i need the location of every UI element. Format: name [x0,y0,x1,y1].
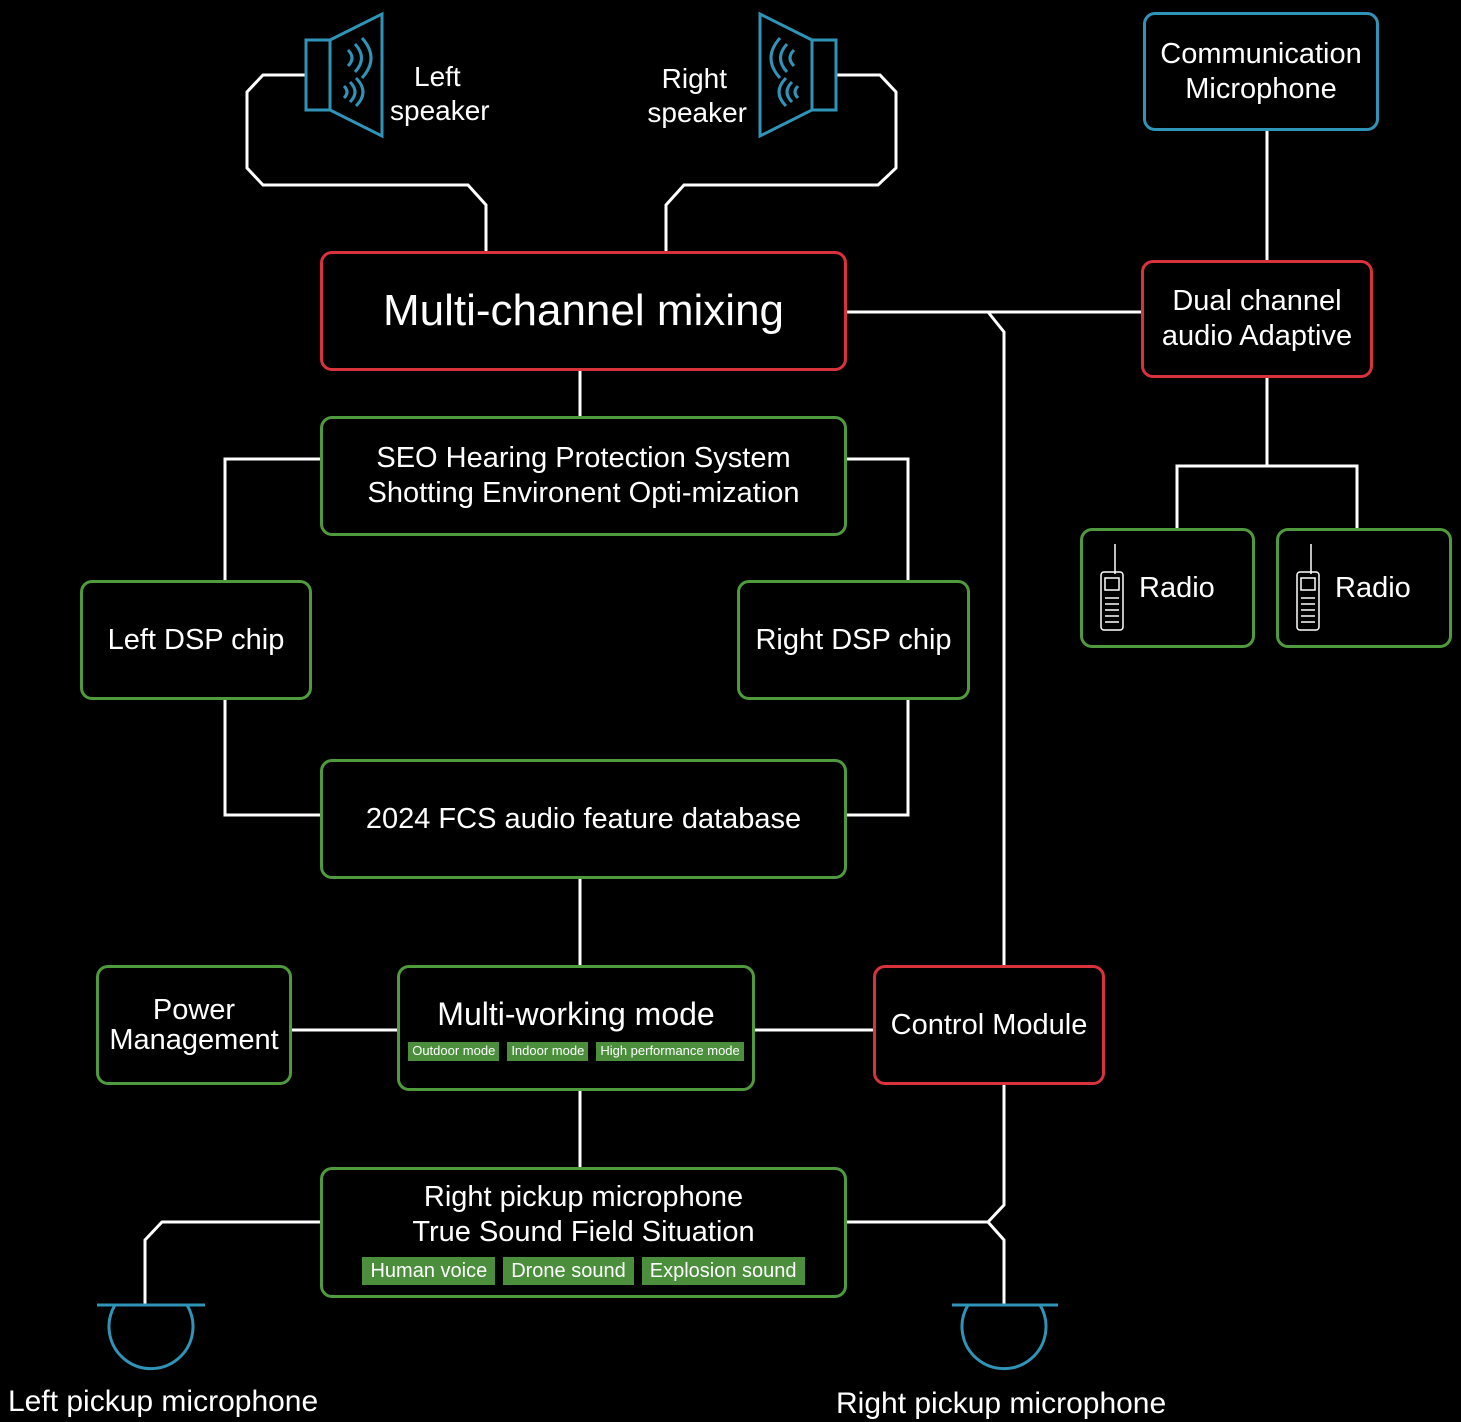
left-dsp-chip-box: Left DSP chip [80,580,312,700]
pickup-line1: Right pickup microphone [423,1180,744,1213]
seo-line1: SEO Hearing Protection System [376,442,791,475]
mode-tag-outdoor: Outdoor mode [408,1041,500,1061]
communication-microphone-box: Communication Microphone [1143,12,1379,131]
radio-label-1: Radio [1139,571,1215,604]
dual-channel-line1: Dual channel [1172,285,1342,318]
right-speaker-line1: Right [661,63,727,94]
dual-channel-box: Dual channel audio Adaptive [1141,260,1373,378]
right-speaker-label: Right speaker [643,62,747,129]
right-speaker-line2: speaker [647,96,747,128]
left-speaker-label: Left speaker [390,60,490,127]
comm-mic-line1: Communication [1160,37,1362,70]
power-management-box: Power Management [96,965,292,1085]
mode-tag-high-performance: High performance mode [596,1041,744,1061]
right-dsp-chip-box: Right DSP chip [737,580,970,700]
radio-label-2: Radio [1335,571,1411,604]
control-label: Control Module [890,1008,1088,1041]
multi-channel-mixing-box: Multi-channel mixing [320,251,847,371]
right-speaker-icon [758,11,838,139]
radio-icon [1100,544,1124,631]
seo-hearing-protection-box: SEO Hearing Protection System Shotting E… [320,416,847,536]
pickup-line2: True Sound Field Situation [412,1215,755,1248]
power-line1: Power [152,993,236,1026]
sound-tag-explosion: Explosion sound [641,1257,805,1286]
left-dsp-label: Left DSP chip [107,623,285,656]
power-line2: Management [109,1024,279,1056]
fcs-audio-database-box: 2024 FCS audio feature database [320,759,847,879]
sound-tag-human-voice: Human voice [362,1257,496,1286]
radio-box-1: Radio [1080,528,1255,648]
left-speaker-line1: Left [414,61,461,92]
sound-tags: Human voice Drone sound Explosion sound [362,1257,805,1286]
right-pickup-label: Right pickup microphone [836,1387,1167,1420]
dual-channel-line2: audio Adaptive [1161,320,1353,352]
left-pickup-microphone-icon [97,1303,205,1371]
right-pickup-microphone-icon [952,1303,1058,1371]
mixing-label: Multi-channel mixing [382,285,785,335]
seo-line2: Shotting Environent Opti-mization [367,477,800,509]
working-mode-tags: Outdoor mode Indoor mode High performanc… [408,1041,744,1061]
pickup-microphone-box: Right pickup microphone True Sound Field… [320,1167,847,1298]
comm-mic-line2: Microphone [1185,72,1337,105]
radio-box-2: Radio [1276,528,1452,648]
multi-working-mode-box: Multi-working mode Outdoor mode Indoor m… [397,965,755,1091]
radio-icon [1296,544,1320,631]
fcs-label: 2024 FCS audio feature database [365,802,802,835]
working-mode-label: Multi-working mode [437,996,715,1033]
left-speaker-icon [304,11,384,139]
left-speaker-line2: speaker [390,94,490,126]
sound-tag-drone: Drone sound [503,1257,634,1286]
left-pickup-label: Left pickup microphone [8,1385,319,1418]
right-dsp-label: Right DSP chip [755,623,952,656]
mode-tag-indoor: Indoor mode [507,1041,589,1061]
control-module-box: Control Module [873,965,1105,1085]
